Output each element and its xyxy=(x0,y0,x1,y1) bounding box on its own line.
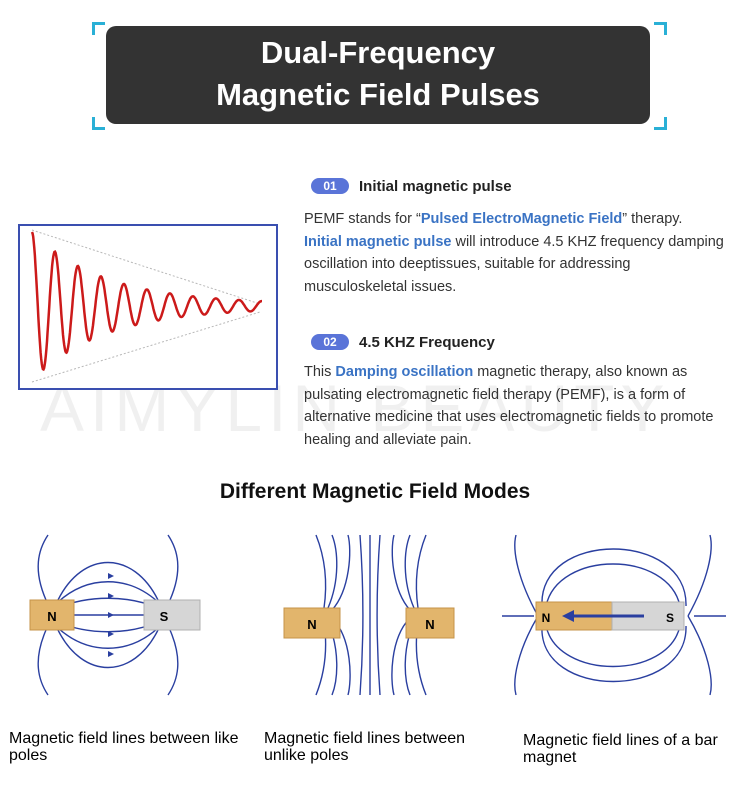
waveform-line xyxy=(30,231,262,372)
caption-like-poles: Magnetic field lines between like poles xyxy=(9,730,239,764)
corner-bracket xyxy=(92,117,105,130)
text-fragment: This xyxy=(304,364,336,380)
corner-bracket xyxy=(654,22,667,35)
section-number-badge: 01 xyxy=(311,178,349,194)
modes-heading: Different Magnetic Field Modes xyxy=(219,480,531,503)
corner-bracket xyxy=(92,22,105,35)
pole-label-n: N xyxy=(542,611,551,625)
text-fragment: will introduce 4.5 KHZ frequency damping… xyxy=(304,233,724,295)
pole-label-n: N xyxy=(425,617,434,632)
title-line-1: Dual-Frequency xyxy=(260,35,496,70)
caption-bar-magnet: Magnetic field lines of a bar magnet xyxy=(523,732,718,766)
caption-unlike-poles: Magnetic field lines between unlike pole… xyxy=(264,730,466,764)
field-diagram-repulsion: N N xyxy=(270,530,490,700)
page-title: Dual-Frequency Magnetic Field Pulses xyxy=(106,32,650,116)
field-diagram-bar-magnet: N S xyxy=(498,530,730,700)
damped-oscillation-graph xyxy=(18,224,278,390)
section-title: 4.5 KHZ Frequency xyxy=(359,334,495,351)
pole-label-s: S xyxy=(666,611,674,625)
pole-label-n: N xyxy=(47,609,56,624)
field-diagram-attraction: N S xyxy=(18,530,238,700)
highlight-text: Damping oscillation xyxy=(335,364,474,380)
highlight-text: Initial magnetic pulse xyxy=(304,233,452,250)
text-fragment: magnetic therapy, also known as pulsatin… xyxy=(304,364,714,448)
pole-label-n: N xyxy=(307,617,316,632)
text-fragment: PEMF stands for “ xyxy=(304,211,421,227)
title-line-2: Magnetic Field Pulses xyxy=(216,77,540,112)
section-number-badge: 02 xyxy=(311,334,349,350)
waveform-svg xyxy=(30,229,262,383)
highlight-text: Pulsed ElectroMagnetic Field xyxy=(420,211,623,227)
section-title: Initial magnetic pulse xyxy=(359,178,512,195)
pole-label-s: S xyxy=(160,609,169,624)
section-description: This Damping oscillation magnetic therap… xyxy=(304,361,734,451)
header-banner xyxy=(106,26,650,124)
section-description: PEMF stands for “Pulsed ElectroMagnetic … xyxy=(304,208,734,298)
corner-bracket xyxy=(654,117,667,130)
text-fragment: ” therapy. xyxy=(622,211,683,227)
